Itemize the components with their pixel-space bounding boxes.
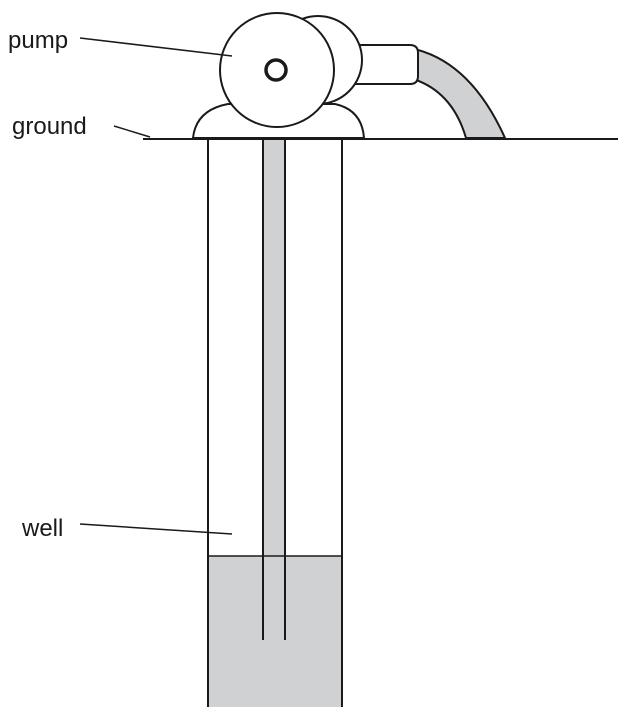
ground-label: ground — [12, 113, 87, 140]
well-label: well — [21, 515, 63, 542]
pump-outlet — [349, 44, 419, 85]
pump-leader — [79, 37, 233, 57]
pipe-interior — [263, 140, 285, 640]
outlet-hose — [409, 47, 506, 139]
ground-leader — [113, 125, 151, 138]
pump-label: pump — [8, 27, 68, 54]
well-leader — [79, 523, 233, 535]
pump-shaft-icon — [264, 58, 288, 82]
